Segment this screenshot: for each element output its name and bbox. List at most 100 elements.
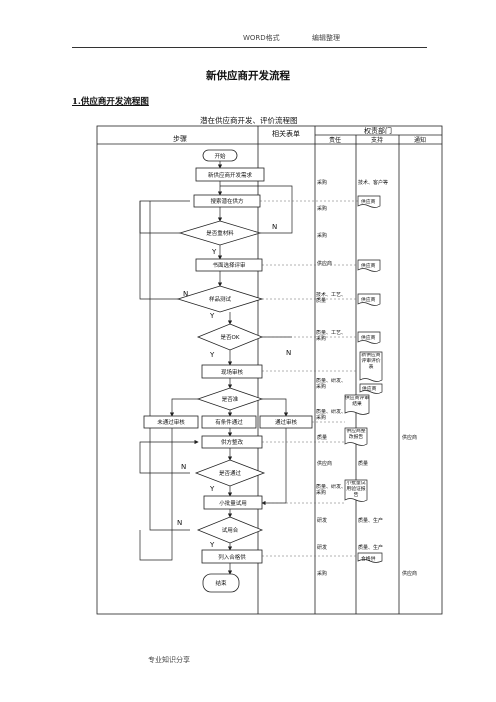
label-n-2: N [183, 290, 188, 298]
node-evaluate [195, 258, 263, 272]
form-text-6: 供应商 [362, 385, 377, 392]
form-text-1: 供应商 [361, 198, 376, 205]
resp-6: 质量、工艺、采购 [316, 330, 346, 342]
resp-14: 采购 [317, 570, 327, 577]
form-text-5: 新供应商评审评价表 [361, 353, 381, 370]
node-conditional-label: 有条件通过 [215, 418, 243, 426]
node-decision-sample-label: 样品测试 [209, 295, 232, 303]
node-decision-ok-label: 是否OK [221, 334, 240, 341]
node-conditional [201, 415, 257, 429]
resp-3: 采购 [317, 232, 327, 239]
node-search [193, 194, 261, 208]
resp-13: 研发 [317, 544, 327, 551]
label-n-3: N [286, 349, 291, 357]
col-forms: 相关表单 [272, 129, 300, 138]
node-not-pass [143, 415, 199, 429]
support-2: 质量 [358, 460, 368, 467]
form-doc-10 [357, 552, 383, 563]
node-demand-label: 新供应商开发需求 [208, 171, 253, 179]
node-decision-pass [196, 387, 264, 411]
label-y-5: Y [209, 541, 215, 549]
node-list-label: 列入合格供 [218, 553, 246, 561]
node-decision-review-label: 是否通过 [219, 469, 242, 477]
form-text-3: 供应商 [361, 296, 376, 303]
resp-8: 质量、研发、采购 [316, 409, 346, 421]
node-start [202, 149, 238, 162]
resp-2: 采购 [317, 205, 327, 212]
form-text-4: 供应商 [361, 334, 376, 341]
node-decision-sample [176, 285, 264, 313]
label-n-5: N [177, 519, 182, 527]
node-rectify [201, 435, 263, 449]
form-doc-8 [344, 427, 368, 446]
node-decision-trial [196, 516, 264, 544]
node-trial-label: 小批量试用 [219, 499, 247, 507]
node-rectify-label: 供方整改 [221, 438, 244, 446]
node-demand [195, 167, 265, 182]
form-doc-3 [357, 293, 381, 306]
form-doc-4 [357, 331, 381, 344]
form-doc-6 [359, 383, 383, 394]
node-audit [201, 364, 263, 379]
col-responsible: 责任 [329, 136, 341, 144]
node-decision-trial-label: 试用合 [222, 526, 239, 534]
form-text-7: 供应商评审结果 [345, 396, 369, 407]
node-passed-label: 通过审核 [275, 418, 298, 426]
label-n-1: N [272, 223, 277, 231]
node-passed [259, 415, 313, 429]
form-text-9: 小批量试用验证报告 [346, 481, 366, 498]
resp-7: 质量、研发、采购 [316, 378, 346, 390]
node-trial [203, 495, 263, 510]
node-decision-ok [196, 323, 264, 351]
col-authority: 权责部门 [364, 126, 392, 135]
label-y-4: Y [209, 485, 215, 493]
node-start-label: 开始 [214, 152, 226, 160]
resp-4: 供应商 [317, 260, 332, 267]
form-doc-9 [344, 479, 368, 502]
header-rule [72, 47, 427, 48]
resp-12: 研发 [317, 517, 327, 524]
support-1: 技术、客户等 [358, 179, 388, 186]
col-steps: 步骤 [173, 134, 187, 143]
form-doc-7 [344, 394, 370, 415]
resp-11: 质量、研发、采购 [316, 484, 346, 496]
node-end [202, 573, 240, 593]
node-decision-material-label: 是否重材料 [206, 229, 234, 237]
form-doc-1 [357, 195, 381, 208]
chart-title: 潜在供应商开发、评价流程图 [200, 115, 298, 125]
form-doc-2 [357, 259, 381, 272]
document-title: 新供应商开发流程 [206, 70, 290, 82]
node-evaluate-label: 书面选择评审 [212, 261, 246, 269]
node-decision-pass-label: 是否准 [222, 395, 239, 403]
resp-5: 技术、工艺、质量 [316, 292, 346, 304]
support-4: 质量、生产 [358, 544, 383, 551]
col-support: 支持 [371, 136, 383, 144]
header-right: 编辑整理 [312, 34, 340, 42]
support-3: 质量、生产 [358, 517, 383, 524]
resp-9: 质量 [317, 434, 327, 441]
form-text-10: 合格供 [361, 555, 376, 562]
section-heading: 1.供应商开发流程图 [72, 97, 149, 107]
form-text-2: 供应商 [361, 262, 376, 269]
page-footer: 专业知识分享 [148, 656, 190, 664]
notify-1: 供应商 [402, 434, 417, 441]
label-y-3: Y [209, 351, 215, 359]
table-frame [96, 125, 443, 615]
label-y-1: Y [211, 248, 217, 256]
resp-10: 供应商 [317, 460, 332, 467]
resp-1: 采购 [317, 179, 327, 186]
node-decision-review [194, 459, 266, 487]
node-audit-label: 现场审核 [221, 368, 244, 376]
label-y-2: Y [209, 312, 215, 320]
col-notify: 通知 [414, 136, 426, 144]
label-n-4: N [181, 463, 186, 471]
node-decision-material [178, 220, 262, 246]
node-end-label: 结束 [215, 579, 227, 587]
node-not-pass-label: 未通过审核 [157, 418, 185, 426]
form-text-8: 供应商整改报告 [346, 429, 366, 440]
notify-2: 供应商 [402, 570, 417, 577]
node-search-label: 搜索潜在供方 [210, 197, 244, 205]
header-left: WORD格式 [243, 34, 280, 42]
node-list [201, 549, 263, 564]
